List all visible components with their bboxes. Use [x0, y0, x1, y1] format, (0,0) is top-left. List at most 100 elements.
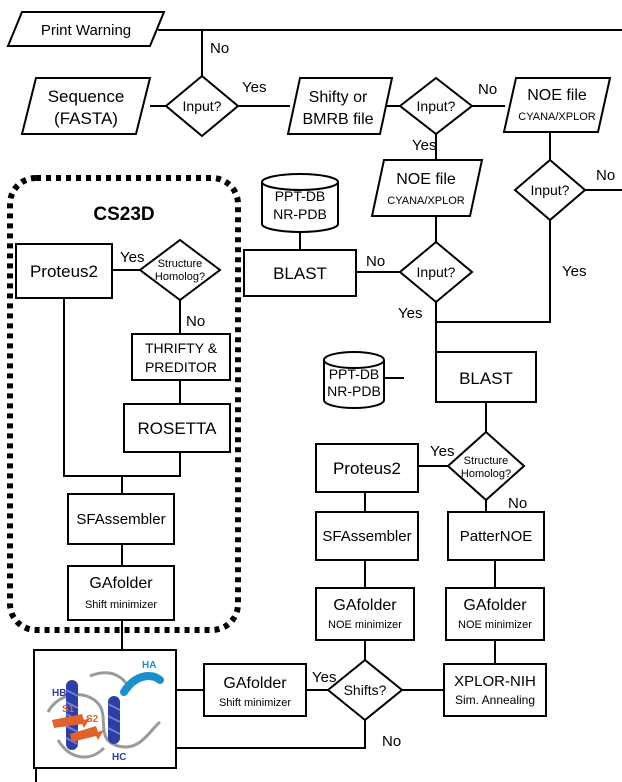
noe-top-label-2: CYANA/XPLOR — [518, 111, 595, 123]
gafolder-noe-node-a: GAfolder NOE minimizer — [315, 587, 415, 641]
homolog-label-1: Structure — [158, 258, 203, 270]
sfassembler-cs23d-node: SFAssembler — [67, 493, 175, 545]
gafolder-label-2: Shift minimizer — [85, 599, 157, 611]
strand-s1 — [52, 714, 90, 728]
gafolder-c-label-1: GAfolder — [223, 675, 287, 692]
proteus2-right-node: Proteus2 — [315, 443, 419, 493]
input-decision-4-label: Input? — [531, 182, 570, 198]
noe-mid-label-2: CYANA/XPLOR — [387, 195, 464, 207]
rosetta-node: ROSETTA — [123, 403, 231, 453]
proteus2-right-label: Proteus2 — [333, 459, 401, 478]
no-label: No — [382, 733, 401, 750]
input-decision-2-label: Input? — [417, 98, 456, 114]
input-decision-1: Input? — [164, 74, 240, 138]
input-decision-2: Input? — [398, 76, 474, 136]
ha-label: HA — [142, 660, 156, 671]
thrifty-label-2: PREDITOR — [145, 359, 217, 375]
yes-label: Yes — [430, 443, 454, 460]
no-label: No — [186, 313, 205, 330]
connector-lines — [35, 29, 622, 782]
no-label: No — [366, 253, 385, 270]
proteus2-label: Proteus2 — [30, 262, 98, 281]
no-label: No — [210, 40, 229, 57]
homolog2-label-1: Structure — [464, 455, 509, 467]
yes-label: Yes — [398, 305, 422, 322]
print-warning-label: Print Warning — [41, 22, 131, 39]
yes-label: Yes — [412, 137, 436, 154]
db2-label-1: PPT-DB — [329, 366, 380, 382]
cs23d-title: CS23D — [93, 204, 154, 225]
shifty-label-1: Shifty or — [309, 89, 368, 106]
input-decision-4: Input? — [513, 158, 587, 222]
blast1-label: BLAST — [273, 264, 327, 283]
rosetta-label: ROSETTA — [137, 419, 217, 438]
sequence-node: Sequence (FASTA) — [20, 77, 152, 135]
yes-label: Yes — [312, 669, 336, 686]
sfassembler-right-node: SFAssembler — [315, 511, 419, 561]
no-label: No — [596, 167, 615, 184]
gafolder-b-label-2: NOE minimizer — [458, 619, 532, 631]
blast-node-1: BLAST — [243, 249, 357, 297]
homolog-decision-2: Structure Homolog? — [446, 430, 526, 502]
gafolder-b-label-1: GAfolder — [463, 597, 527, 614]
helix-ha — [120, 672, 164, 696]
connector — [436, 220, 551, 323]
blast-node-2: BLAST — [435, 351, 537, 403]
loop-region — [56, 739, 106, 759]
connector — [176, 718, 366, 749]
cs23d-module: CS23D — [7, 175, 241, 633]
db1-label-1: PPT-DB — [275, 188, 326, 204]
shifty-label-2: BMRB file — [302, 111, 373, 128]
protein-structure-image: HB HA S1 S2 HC — [33, 649, 177, 769]
blast2-label: BLAST — [459, 369, 513, 388]
homolog-decision-1: Structure Homolog? — [138, 238, 222, 302]
gafolder-shift-cs23d-node: GAfolder Shift minimizer — [67, 565, 175, 621]
sequence-label-1: Sequence — [48, 87, 125, 106]
gafolder-label-1: GAfolder — [89, 575, 153, 592]
db1-label-2: NR-PDB — [273, 206, 327, 222]
sfassembler-label: SFAssembler — [76, 511, 165, 528]
s2-label: S2 — [86, 714, 99, 725]
xplor-nih-node: XPLOR-NIH Sim. Annealing — [443, 663, 547, 717]
homolog-label-2: Homolog? — [155, 271, 205, 283]
xplor-label-2: Sim. Annealing — [455, 693, 535, 707]
sequence-label-2: (FASTA) — [54, 109, 118, 128]
s1-label: S1 — [62, 704, 75, 715]
noe-top-label-1: NOE file — [527, 87, 587, 104]
strand-s2 — [70, 726, 104, 742]
patternoe-label: PatterNOE — [460, 528, 533, 545]
sfassembler-right-label: SFAssembler — [322, 528, 411, 545]
proteus2-cs23d-node: Proteus2 — [15, 243, 113, 299]
thrifty-preditor-node: THRIFTY & PREDITOR — [131, 333, 231, 381]
patternoe-node: PatterNOE — [447, 511, 545, 561]
helix-hc — [107, 696, 121, 744]
gafolder-c-label-2: Shift minimizer — [219, 697, 291, 709]
db2-label-2: NR-PDB — [327, 383, 381, 399]
input-decision-3: Input? — [398, 240, 474, 304]
noe-file-mid-node: NOE file CYANA/XPLOR — [370, 159, 484, 217]
shifts-label: Shifts? — [344, 682, 387, 698]
no-label: No — [478, 81, 497, 98]
input-decision-1-label: Input? — [183, 98, 222, 114]
no-label: No — [508, 495, 527, 512]
database-cylinder-1: PPT-DB NR-PDB — [261, 173, 339, 233]
thrifty-label-1: THRIFTY & — [145, 340, 218, 356]
print-warning-node: Print Warning — [6, 11, 166, 47]
yes-label: Yes — [120, 249, 144, 266]
gafolder-shift-bottom-node: GAfolder Shift minimizer — [203, 663, 307, 717]
hc-label: HC — [112, 752, 126, 763]
gafolder-a-label-2: NOE minimizer — [328, 619, 402, 631]
gafolder-noe-node-b: GAfolder NOE minimizer — [445, 587, 545, 641]
xplor-label-1: XPLOR-NIH — [454, 673, 536, 690]
yes-label: Yes — [562, 263, 586, 280]
hb-label: HB — [52, 688, 66, 699]
noe-file-top-node: NOE file CYANA/XPLOR — [502, 77, 612, 133]
homolog2-label-2: Homolog? — [461, 468, 511, 480]
database-cylinder-2: PPT-DB NR-PDB — [323, 351, 385, 409]
yes-label: Yes — [242, 79, 266, 96]
shifty-node: Shifty or BMRB file — [286, 77, 394, 135]
gafolder-a-label-1: GAfolder — [333, 597, 397, 614]
input-decision-3-label: Input? — [417, 264, 456, 280]
noe-mid-label-1: NOE file — [396, 171, 456, 188]
